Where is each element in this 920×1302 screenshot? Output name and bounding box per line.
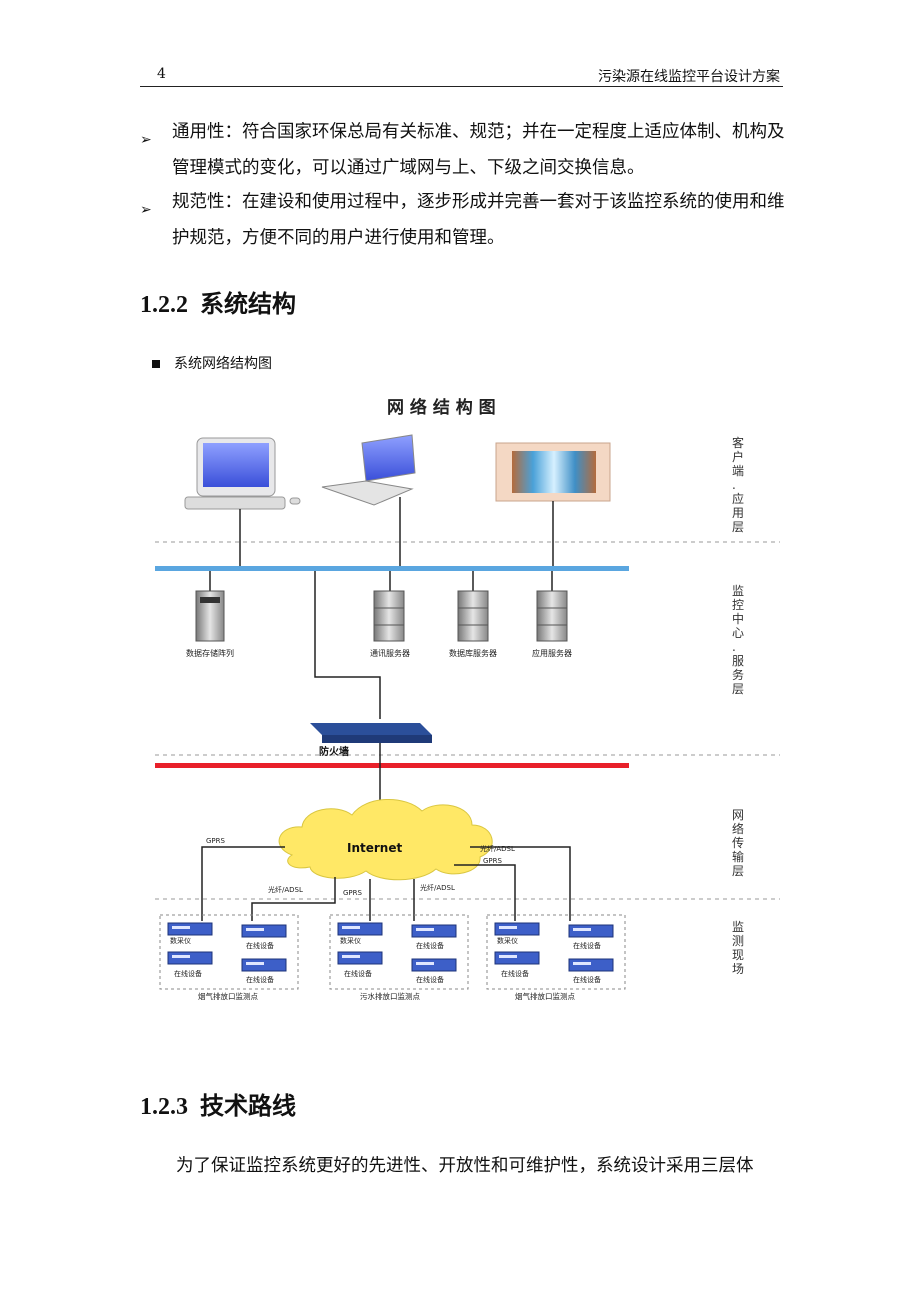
wan-links [201,846,571,921]
figure-label: 系统网络结构图 [152,353,272,373]
online-device-icon [241,924,287,938]
device-label: 在线设备 [573,975,601,984]
site-border [329,914,469,990]
online-device-icon [411,958,457,972]
bullet-text: 通用性：符合国家环保总局有关标准、规范；并在一定程度上适应体制、机构及管理模式的… [172,122,785,178]
lan-to-firewall-link [314,571,381,719]
link-label-fiber: 光纤/ADSL [420,883,455,892]
display-wall-icon [495,442,611,502]
figure-label-text: 系统网络结构图 [174,356,272,372]
comm-server-icon [373,590,405,642]
link-label-fiber: 光纤/ADSL [268,885,303,894]
data-collector-icon [337,922,383,936]
page-number: 4 [157,66,166,82]
body-paragraph: 为了保证监控系统更好的先进性、开放性和可维护性，系统设计采用三层体 [176,1156,754,1176]
outer-bus [155,763,629,768]
storage-array-icon [195,590,225,642]
link-labels: GPRS 光纤/ADSL GPRS 光纤/ADSL 光纤/ADSL GPRS [206,837,515,897]
internet-label: Internet [347,841,402,855]
site-border [159,914,299,990]
section-number: 1.2.2 [140,292,188,318]
network-structure-diagram: 网 络 结 构 图 客户端.应用层 监控中心.服务层 网络传输层 监测现场 [155,397,780,1001]
laptop-icon [321,434,416,506]
device-label: 在线设备 [246,941,274,950]
site-border [486,914,626,990]
section-heading-1-2-2: 1.2.2 系统结构 [140,284,296,319]
layer-labels: 客户端.应用层 监控中心.服务层 网络传输层 监测现场 [732,435,744,976]
layer-label-client: 客户端.应用层 [732,435,744,534]
device-label: 在线设备 [416,975,444,984]
app-server-icon [536,590,568,642]
section-title: 技术路线 [200,1091,296,1120]
online-device-icon [241,958,287,972]
data-collector-icon [494,922,540,936]
device-label: 在线设备 [416,941,444,950]
link-label-gprs: GPRS [343,889,363,897]
monitoring-sites: 数采仪在线设备在线设备在线设备数采仪在线设备在线设备在线设备数采仪在线设备在线设… [159,914,626,990]
layer-label-network: 网络传输层 [732,808,744,878]
layer-label-field: 监测现场 [732,920,744,976]
site-label: 污水排放口监测点 [360,991,420,1001]
server-label: 数据库服务器 [449,648,497,658]
online-device-icon [411,924,457,938]
server-labels: 数据存储阵列 通讯服务器 数据库服务器 应用服务器 [186,648,572,658]
link-label-gprs: GPRS [483,857,503,865]
online-device-icon [337,951,383,965]
device-label: 在线设备 [573,941,601,950]
server-label: 应用服务器 [532,648,572,658]
desktop-computer-icon [184,437,301,510]
header-rule [140,86,783,87]
section-title: 系统结构 [200,289,296,318]
bullet-item: ➢ 通用性：符合国家环保总局有关标准、规范；并在一定程度上适应体制、机构及管理模… [140,114,785,186]
lan-bus [155,566,629,571]
arrow-bullet-icon: ➢ [140,132,152,148]
database-server-icon [457,590,489,642]
square-bullet-icon [152,360,160,368]
bullet-text: 规范性：在建设和使用过程中，逐步形成并完善一套对于该监控系统的使用和维护规范，方… [172,192,785,248]
section-number: 1.2.3 [140,1094,188,1120]
device-label: 在线设备 [246,975,274,984]
site-labels: 烟气排放口监测点 污水排放口监测点 烟气排放口监测点 [198,991,575,1001]
server-label: 数据存储阵列 [186,648,234,658]
data-collector-icon [167,922,213,936]
device-label: 在线设备 [174,969,202,978]
server-drop-lines [209,571,553,591]
running-header-title: 污染源在线监控平台设计方案 [598,69,780,85]
link-label-gprs: GPRS [206,837,226,845]
layer-label-service: 监控中心.服务层 [732,584,744,696]
firewall-label: 防火墙 [319,745,349,758]
server-label: 通讯服务器 [370,648,410,658]
device-label: 在线设备 [344,969,372,978]
device-label: 数采仪 [170,936,191,945]
site-label: 烟气排放口监测点 [515,991,575,1001]
device-label: 数采仪 [497,936,518,945]
firewall-icon [310,723,432,743]
online-device-icon [568,958,614,972]
arrow-bullet-icon: ➢ [140,202,152,218]
device-label: 在线设备 [501,969,529,978]
layer-dividers [155,541,780,900]
bullet-item: ➢ 规范性：在建设和使用过程中，逐步形成并完善一套对于该监控系统的使用和维护规范… [140,184,785,256]
diagram-title: 网 络 结 构 图 [387,397,496,418]
online-device-icon [494,951,540,965]
section-heading-1-2-3: 1.2.3 技术路线 [140,1086,296,1121]
online-device-icon [167,951,213,965]
link-label-fiber: 光纤/ADSL [480,844,515,853]
internet-cloud-icon [278,799,493,881]
device-label: 数采仪 [340,936,361,945]
client-drop-lines [239,497,554,567]
online-device-icon [568,924,614,938]
site-label: 烟气排放口监测点 [198,991,258,1001]
